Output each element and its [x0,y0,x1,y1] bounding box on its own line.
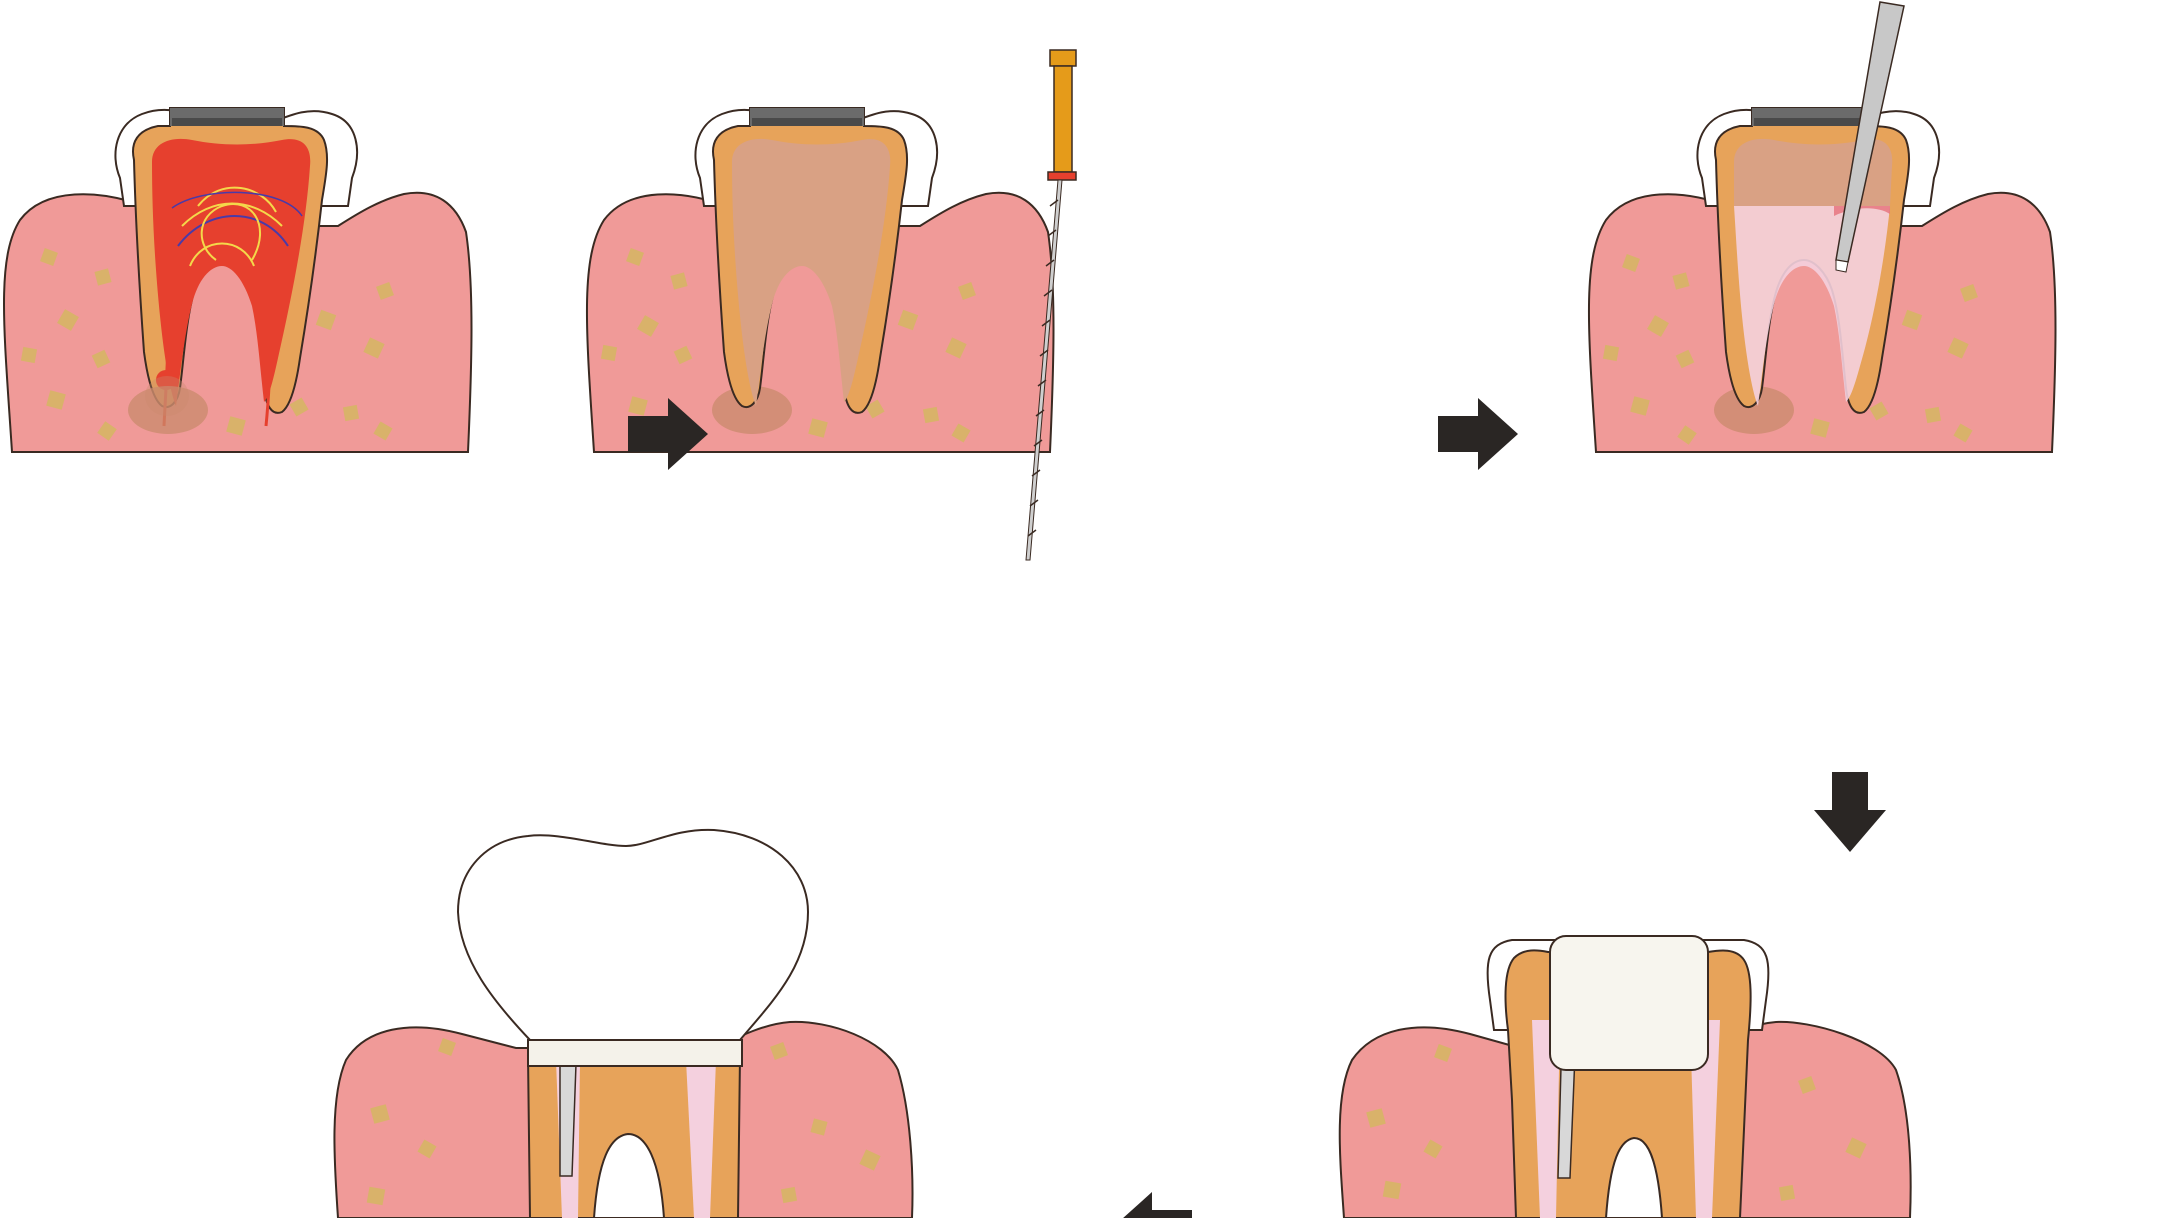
arrow-right-icon [1438,398,1518,470]
arrow-right-icon [628,398,708,470]
step-3-filling [1587,1,2057,453]
crown-base [527,1039,743,1067]
step-1-infected-tooth [3,107,473,453]
lesion-shadow [1714,386,1794,434]
lesion-shadow [128,386,208,434]
arrow-down-icon [1814,772,1886,852]
arrow-left-icon [1123,1192,1192,1218]
temporary-filling [1549,935,1709,1071]
gum-dots [366,1038,881,1206]
lesion-shadow [712,386,792,434]
gum-tissue [1587,191,2057,453]
endodontic-file-icon [1025,49,1077,561]
tooth-4 [1486,935,1770,1218]
step-5-crown [333,828,914,1218]
gum-tissue [3,191,473,453]
gum-dots [1602,254,1978,445]
crown-cap [456,828,810,1041]
tooth-2 [694,107,939,414]
step-2-cleaning [585,49,1077,561]
gum-dots [1366,1044,1867,1202]
syringe-needle-icon [1835,1,1905,273]
step-4-temporary-restoration [1338,935,1912,1218]
tooth-5 [456,828,810,1218]
